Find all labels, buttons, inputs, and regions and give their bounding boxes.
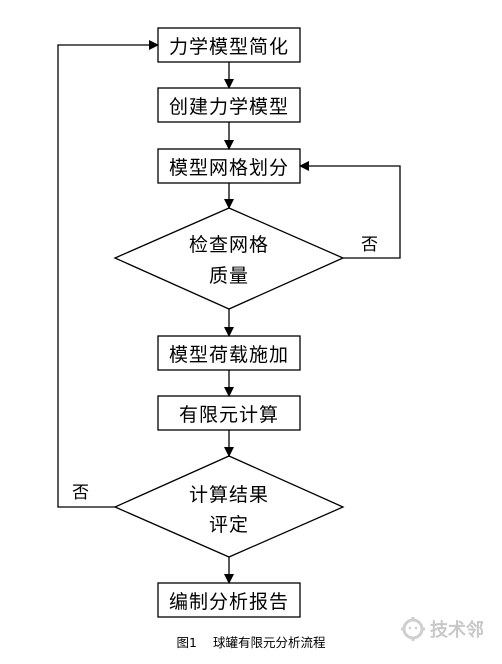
figure-title: 球罐有限元分析流程 bbox=[212, 635, 326, 650]
gear-face-icon bbox=[401, 617, 425, 641]
watermark-text: 技术邻 bbox=[430, 620, 484, 641]
arrow-check-no-loop bbox=[299, 161, 401, 259]
box-load bbox=[157, 335, 301, 371]
edge-label-evaluate-no: 否 bbox=[72, 483, 89, 503]
figure-number: 图1 bbox=[176, 635, 197, 650]
diamond-check bbox=[113, 207, 345, 310]
diamond-evaluate bbox=[113, 455, 345, 558]
box-mesh bbox=[157, 148, 301, 184]
box-fea bbox=[157, 395, 301, 431]
box-build bbox=[157, 87, 301, 123]
box-report bbox=[157, 582, 301, 618]
figure-caption: 图1 球罐有限元分析流程 bbox=[0, 632, 502, 651]
box-simplify bbox=[157, 27, 301, 63]
watermark: 技术邻 bbox=[400, 616, 484, 642]
arrow-evaluate-no-loop bbox=[57, 40, 159, 508]
edge-label-check-no: 否 bbox=[361, 235, 378, 255]
